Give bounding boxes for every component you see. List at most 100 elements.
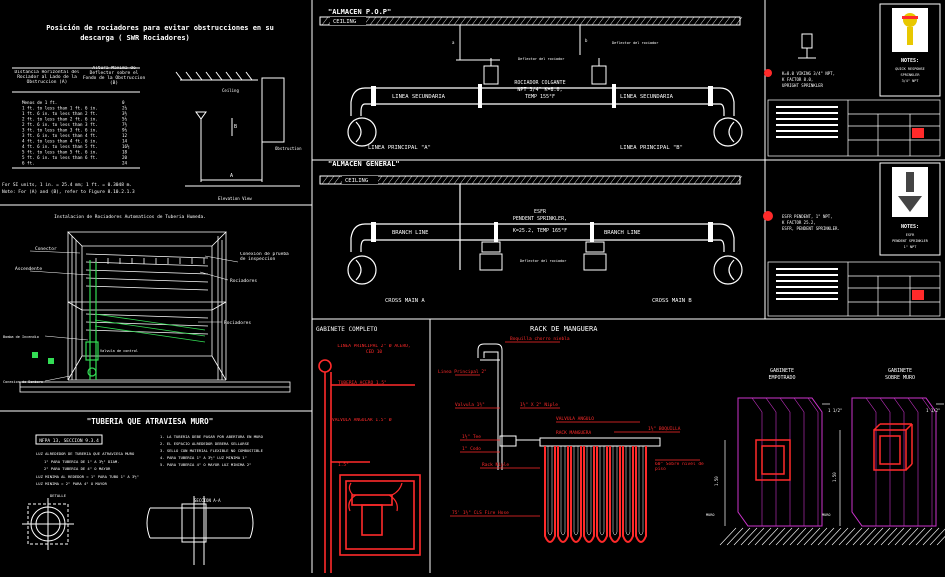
esfr-note-1: ESFR PENDENT, 1" NPT,	[782, 214, 833, 219]
general-callout: Deflector del rociador	[520, 259, 566, 263]
installation-label-bomba: Bomba de Incendio	[3, 335, 39, 339]
table-cell-height: 12	[122, 133, 128, 138]
installation-label-conector: Conector	[35, 246, 57, 252]
wall-panel-title: "TUBERIA QUE ATRAVIESA MURO"	[87, 417, 213, 426]
pop-ceiling-label: CEILING	[333, 19, 356, 25]
panel-gabinete-completo: GABINETE COMPLETO LINEA PRINCIPAL 2" Ø A…	[316, 326, 421, 573]
gabinete-label-tuberia: TUBERIA ACERO 1.5"	[338, 380, 387, 386]
pop-branch-left: LINEA SECUNDARIA	[392, 94, 446, 100]
table-cell-distance: 3 ft. to less than 3 ft. 6 in.	[22, 128, 98, 133]
pop-callout-right: Deflector del rociador	[612, 41, 658, 45]
pop-title: "ALMACEN P.O.P"	[328, 8, 391, 16]
rack-label-rack-nipple: Rack Niple	[482, 462, 509, 468]
table-rows: Menos de 1 ft.01 ft. to less than 1 ft. …	[22, 100, 130, 166]
cabinet-right-top-dim: 1 1/2"	[926, 408, 940, 413]
notes-top-line3: 3/4" NPT	[902, 79, 920, 83]
rack-label-rack: RACK MANGUERA	[556, 430, 592, 436]
upright-note-2: K FACTOR 8.0,	[782, 77, 813, 82]
pop-sprinkler-label-2: NPT 3/4" K=8.0,	[517, 87, 562, 93]
notes-bottom-title: NOTES:	[901, 224, 919, 230]
wall-note-1: 1" PARA TUBERIA DE 1" A 3½" DIAM.	[44, 459, 119, 464]
notes-bottom-line2: PENDENT SPRINKLER	[892, 239, 929, 243]
cabinet-right-dim: 1.50	[832, 472, 837, 482]
table-cell-distance: 2 ft. to less than 2 ft. 6 in.	[22, 117, 98, 122]
upright-note-1: K=8.0 VIKING 3/4" NPT,	[782, 71, 835, 76]
installation-label-rociadores-mid: Rociadores	[224, 320, 251, 326]
table-header-left: Distancia Horizontal del Rociador al Lad…	[14, 70, 80, 85]
cabinet-right-wall: MURO	[822, 513, 830, 517]
table-cell-height: 0	[122, 100, 125, 105]
cabinet-left-title-2: EMPOTRADO	[768, 375, 795, 381]
cabinet-right-title-2: SOBRE MURO	[885, 375, 915, 381]
wall-list-item: 3. SELLO CON MATERIAL FLEXIBLE NO COMBUS…	[160, 448, 264, 453]
table-cell-distance: 4 ft. 6 in. to less than 5 ft.	[22, 144, 98, 149]
table-header-right: Altura Maxima de Deflector sobre el Fond…	[82, 66, 146, 86]
wall-list-item: 1. LA TUBERIA DEBE PASAR POR ABERTURA EN…	[160, 434, 264, 439]
table-footnote-figure: Note: For (A) and (B), refer to Figure 8…	[2, 189, 135, 195]
rack-label-nipple: 1½" X 2" Niple	[520, 401, 558, 408]
pop-branch-right: LINEA SECUNDARIA	[620, 94, 674, 100]
cabinet-left-title-1: GABINETE	[770, 368, 794, 374]
rack-label-elbow: 1" Codo	[462, 446, 481, 452]
gabinete-label-linea: LINEA PRINCIPAL 2" Ø ACERO, CED 10	[337, 344, 411, 355]
general-ceiling-label: CEILING	[345, 178, 368, 184]
table-cell-distance: 4 ft. to less than 4 ft. 6 in.	[22, 139, 98, 144]
cabinet-right-title-1: GABINETE	[888, 368, 912, 374]
pop-sprinkler-label-1: ROCIADOR COLGANTE	[514, 80, 565, 86]
cabinet-left-top-dim: 1 1/2"	[828, 408, 842, 413]
elevation-view-label: Elevation View	[218, 196, 252, 201]
wall-list-item: 2. EL ESPACIO ALREDEDOR DEBERA SELLARSE	[160, 441, 250, 446]
panel-rack-manguera: RACK DE MANGUERA Boquilla chorro niebla …	[438, 325, 704, 543]
wall-note-3: LUZ MINIMA AL REDEDOR = 1" PARA TUBO 1" …	[36, 474, 139, 479]
pop-dim-b: b	[585, 38, 588, 43]
wall-requirements-list: 1. LA TUBERIA DEBE PASAR POR ABERTURA EN…	[160, 434, 264, 467]
notes-top-title: NOTES:	[901, 58, 919, 64]
general-main-a: CROSS MAIN A	[385, 298, 425, 304]
table-cell-height: 5½	[122, 117, 128, 122]
table-cell-height: 2½	[122, 106, 128, 111]
rack-label-tee: 1½" Tee	[462, 433, 481, 440]
general-branch-left: BRANCH LINE	[392, 230, 428, 236]
general-sprinkler-label-1: ESFR	[534, 209, 547, 215]
rack-label-valvula-angulo: VALVULA ANGULO	[556, 416, 594, 422]
cabinet-left-wall: MURO	[706, 513, 714, 517]
wall-list-item: 5. PARA TUBERIA 4" O MAYOR LUZ MINIMA 2"	[160, 462, 251, 467]
notes-bottom-line3: 1" NPT	[904, 245, 918, 249]
wall-note-2: 2" PARA TUBERIA DE 4" O MAYOR	[44, 466, 111, 471]
table-cell-height: 18	[122, 150, 128, 155]
panel-sprinkler-notes: K=8.0 VIKING 3/4" NPT, K FACTOR 8.0, UPR…	[763, 3, 941, 317]
spec-table-top	[767, 99, 941, 157]
panel-almacen-pop: "ALMACEN P.O.P" CEILING	[319, 8, 743, 151]
notes-top-line2: SPRINKLER	[901, 73, 921, 77]
table-title-line2: descarga ( SWR Rociadores)	[80, 34, 190, 42]
panel-wet-pipe-installation: Instalacion de Rociadores Automaticos de…	[3, 214, 291, 393]
gabinete-label-valvula: VALVULA ANGULAR 1.5" Ø	[332, 418, 392, 423]
wall-note-heading: LUZ ALREDEDOR DE TUBERIA QUE ATRAVIESA M…	[36, 451, 135, 456]
table-cell-distance: 2 ft. 6 in. to less than 3 ft.	[22, 122, 98, 127]
wall-nfpa-reference: NFPA 13, SECCION 9.3.4	[39, 438, 99, 444]
table-cell-height: 3½	[122, 111, 128, 116]
elevation-obstruction-label: Obstruction	[275, 146, 302, 151]
general-sprinkler-label-2: PENDENT SPRINKLER,	[513, 216, 567, 222]
table-cell-distance: Menos de 1 ft.	[22, 100, 57, 105]
general-title: "ALMACEN GENERAL"	[328, 160, 400, 168]
pop-callout-left: Deflector del rociador	[518, 57, 564, 61]
installation-title: Instalacion de Rociadores Automaticos de…	[54, 214, 206, 220]
installation-label-ascendente: Ascendente	[15, 266, 42, 272]
esfr-note-3: ESFR, PENDENT SPRINKLER.	[782, 226, 840, 231]
table-cell-height: 16½	[122, 144, 130, 149]
rack-label-hose: 75' 1½" CLS Fire Hose	[452, 509, 509, 516]
rack-label-principal: Linea Principal 2"	[438, 369, 487, 375]
elevation-dim-b: B	[234, 124, 237, 130]
gabinete-title: GABINETE COMPLETO	[316, 326, 378, 333]
general-sprinkler-label-3: K=25.2, TEMP 165°F	[513, 228, 567, 234]
installation-label-rociadores-top: Rociadores	[230, 278, 257, 284]
table-cell-distance: 3 ft. 6 in. to less than 4 ft.	[22, 133, 98, 138]
table-cell-distance: 1 ft. 6 in. to less than 2 ft.	[22, 111, 98, 116]
rack-title: RACK DE MANGUERA	[530, 325, 598, 333]
panel-pipe-through-wall: "TUBERIA QUE ATRAVIESA MURO" NFPA 13, SE…	[22, 417, 264, 565]
panel-almacen-general: "ALMACEN GENERAL" CEILING	[319, 160, 743, 304]
installation-label-conexion: Conexion de prueba de inspeccion	[240, 252, 289, 262]
pop-dim-a: a	[452, 40, 455, 45]
